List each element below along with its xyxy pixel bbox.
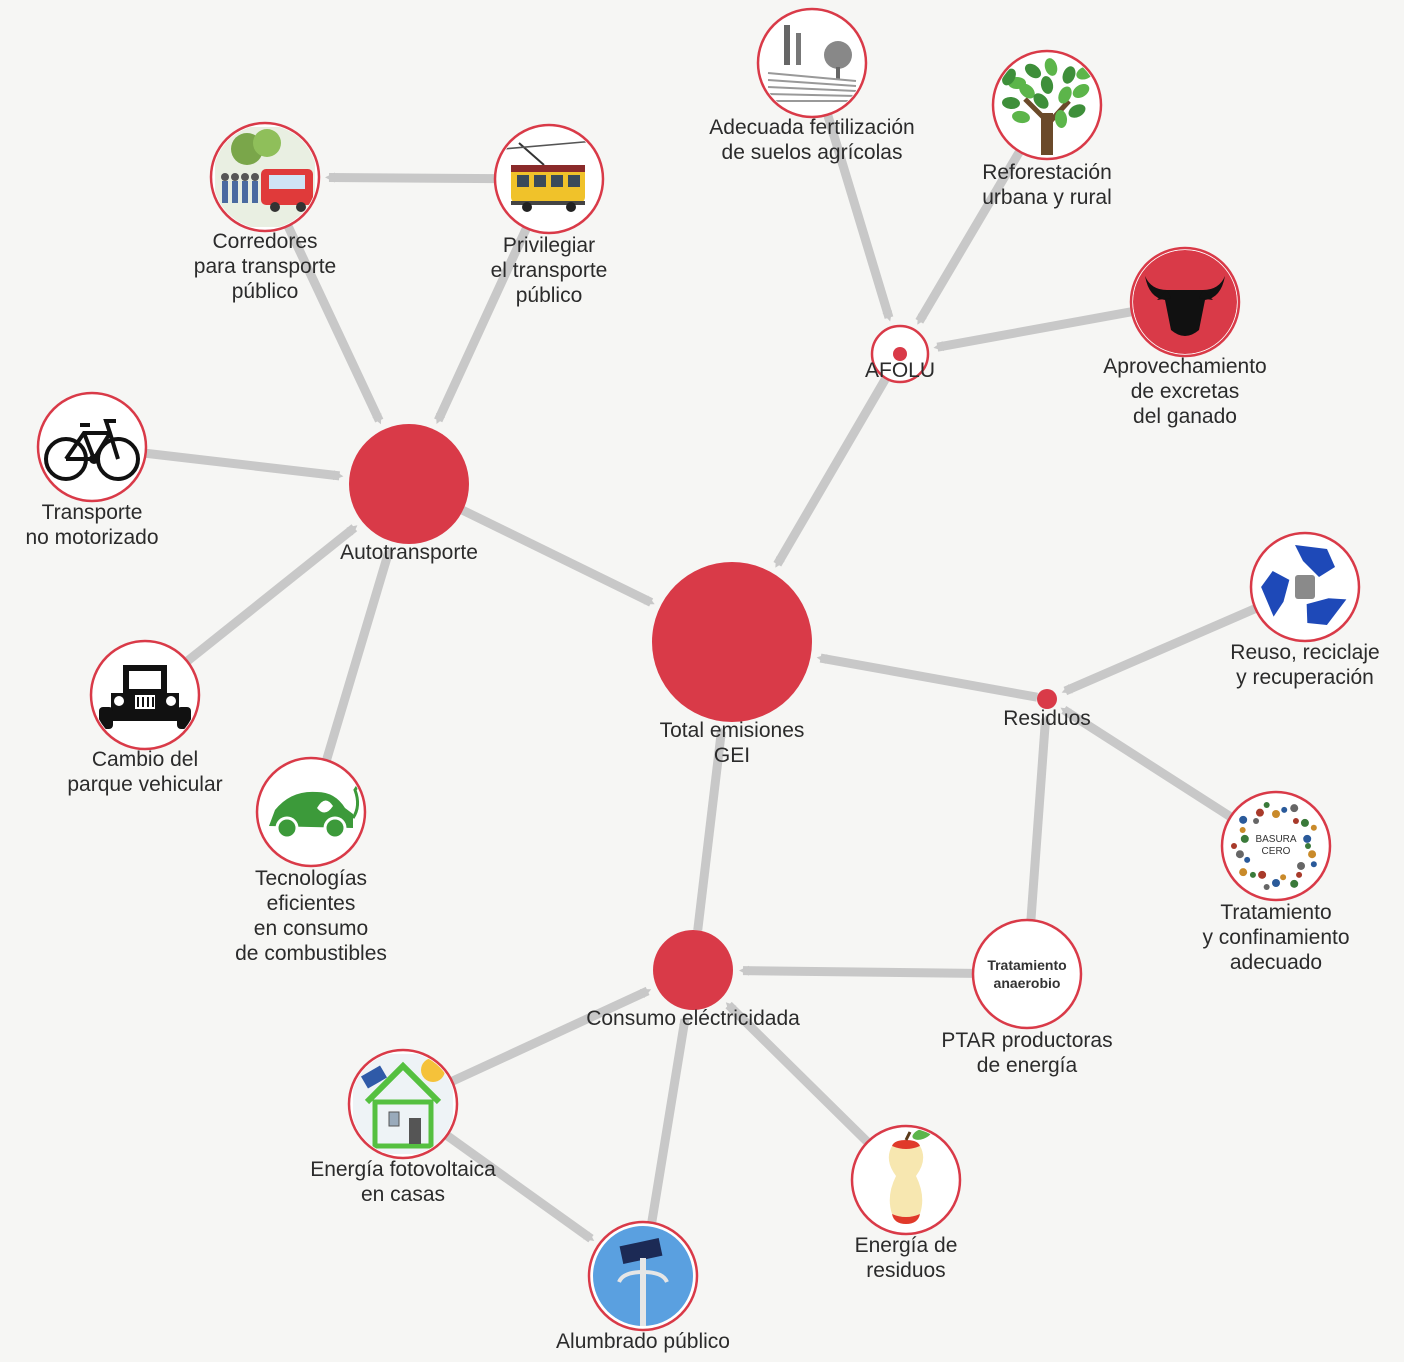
anaerobic-text-0: Tratamiento — [987, 957, 1066, 973]
tree-icon — [1002, 58, 1094, 155]
node-afolu[interactable] — [870, 324, 930, 384]
reforestacion-circle-ring — [991, 49, 1103, 161]
edge-residuos-to-total — [816, 653, 1038, 702]
edge-cambio-to-autotransporte — [184, 524, 358, 665]
edge-tratamiento-to-residuos — [1060, 706, 1233, 821]
basura-cero-text-1: CERO — [1262, 846, 1291, 857]
node-fertilizacion[interactable] — [756, 7, 868, 119]
node-reuso[interactable] — [1249, 531, 1361, 643]
node-excretas[interactable] — [1129, 246, 1241, 358]
vintage-car-icon — [99, 665, 191, 729]
reuso-circle-ring — [1249, 531, 1361, 643]
edge-fertilizacion-to-afolu — [823, 113, 894, 322]
afolu-dot — [893, 347, 907, 361]
edge-excretas-to-afolu — [933, 307, 1133, 352]
energia_residuos-circle-ring — [850, 1124, 962, 1236]
tecnologias-circle-ring — [255, 756, 367, 868]
edge-reforestacion-to-afolu — [915, 149, 1024, 325]
node-residuos[interactable] — [1037, 689, 1057, 709]
node-energia_residuos[interactable] — [850, 1124, 962, 1236]
total-hub-circle[interactable] — [652, 562, 812, 722]
edge-consumo-to-total — [693, 727, 726, 931]
bicycle-icon — [44, 419, 140, 481]
cambio-circle-ring — [89, 639, 201, 751]
edge-alumbrado-to-consumo — [647, 1015, 690, 1224]
node-alumbrado[interactable] — [587, 1220, 699, 1332]
bici-circle-ring — [36, 391, 148, 503]
recycle-icon — [1255, 537, 1355, 637]
edge-afolu-to-total — [773, 375, 890, 568]
alumbrado-circle-ring — [587, 1220, 699, 1332]
edge-fotovoltaica-to-consumo — [450, 986, 652, 1086]
bus-corridor-icon — [215, 127, 315, 227]
solar-house-icon — [353, 1054, 453, 1154]
fotovoltaica-circle-ring — [347, 1048, 459, 1160]
basura-cero-text-0: BASURA — [1255, 834, 1296, 845]
residuos-dot[interactable] — [1037, 689, 1057, 709]
farmland-icon — [762, 13, 862, 113]
solar-streetlight-icon — [593, 1226, 693, 1326]
edge-privilegiar-to-corredores — [324, 172, 496, 184]
fertilizacion-circle-ring — [756, 7, 868, 119]
node-bici[interactable] — [36, 391, 148, 503]
node-fotovoltaica[interactable] — [347, 1048, 459, 1160]
node-privilegiar[interactable] — [493, 123, 605, 235]
bici-circle-bg — [38, 393, 146, 501]
node-reforestacion[interactable] — [991, 49, 1103, 161]
node-total[interactable] — [652, 562, 812, 722]
ptar-circle-ring — [971, 918, 1083, 1030]
node-corredores[interactable] — [209, 121, 321, 233]
apple-core-icon — [888, 1128, 932, 1224]
edge-ptar-to-residuos — [1026, 714, 1051, 921]
consumo-hub-circle[interactable] — [653, 930, 733, 1010]
node-autotransporte[interactable] — [349, 424, 469, 544]
tram-icon — [502, 140, 596, 212]
edge-ptar-to-consumo — [738, 965, 974, 978]
corredores-circle-ring — [209, 121, 321, 233]
edge-corredores-to-autotransporte — [283, 223, 384, 425]
excretas-circle-ring — [1129, 246, 1241, 358]
node-cambio[interactable] — [89, 639, 201, 751]
edge-autotransporte-to-total — [460, 506, 655, 607]
privilegiar-circle-ring — [493, 123, 605, 235]
autotransporte-hub-circle[interactable] — [349, 424, 469, 544]
green-car-icon — [269, 783, 361, 840]
node-ptar[interactable]: Tratamiento anaerobio — [971, 918, 1083, 1030]
anaerobic-text-1: anaerobio — [994, 975, 1061, 991]
edge-reuso-to-residuos — [1061, 604, 1258, 696]
edge-energia_residuos-to-consumo — [725, 1001, 871, 1146]
edge-tecnologias-to-autotransporte — [322, 547, 394, 762]
node-tecnologias[interactable] — [255, 756, 367, 868]
anaerobic-treatment-icon: Tratamiento anaerobio — [977, 924, 1077, 1024]
edges-layer — [145, 113, 1258, 1243]
edge-bici-to-autotransporte — [145, 448, 344, 481]
edge-privilegiar-to-autotransporte — [434, 226, 531, 425]
tratamiento-circle-ring — [1220, 790, 1332, 902]
edge-fotovoltaica-to-alumbrado — [444, 1131, 595, 1243]
bull-icon — [1133, 250, 1237, 354]
node-consumo[interactable] — [653, 930, 733, 1010]
